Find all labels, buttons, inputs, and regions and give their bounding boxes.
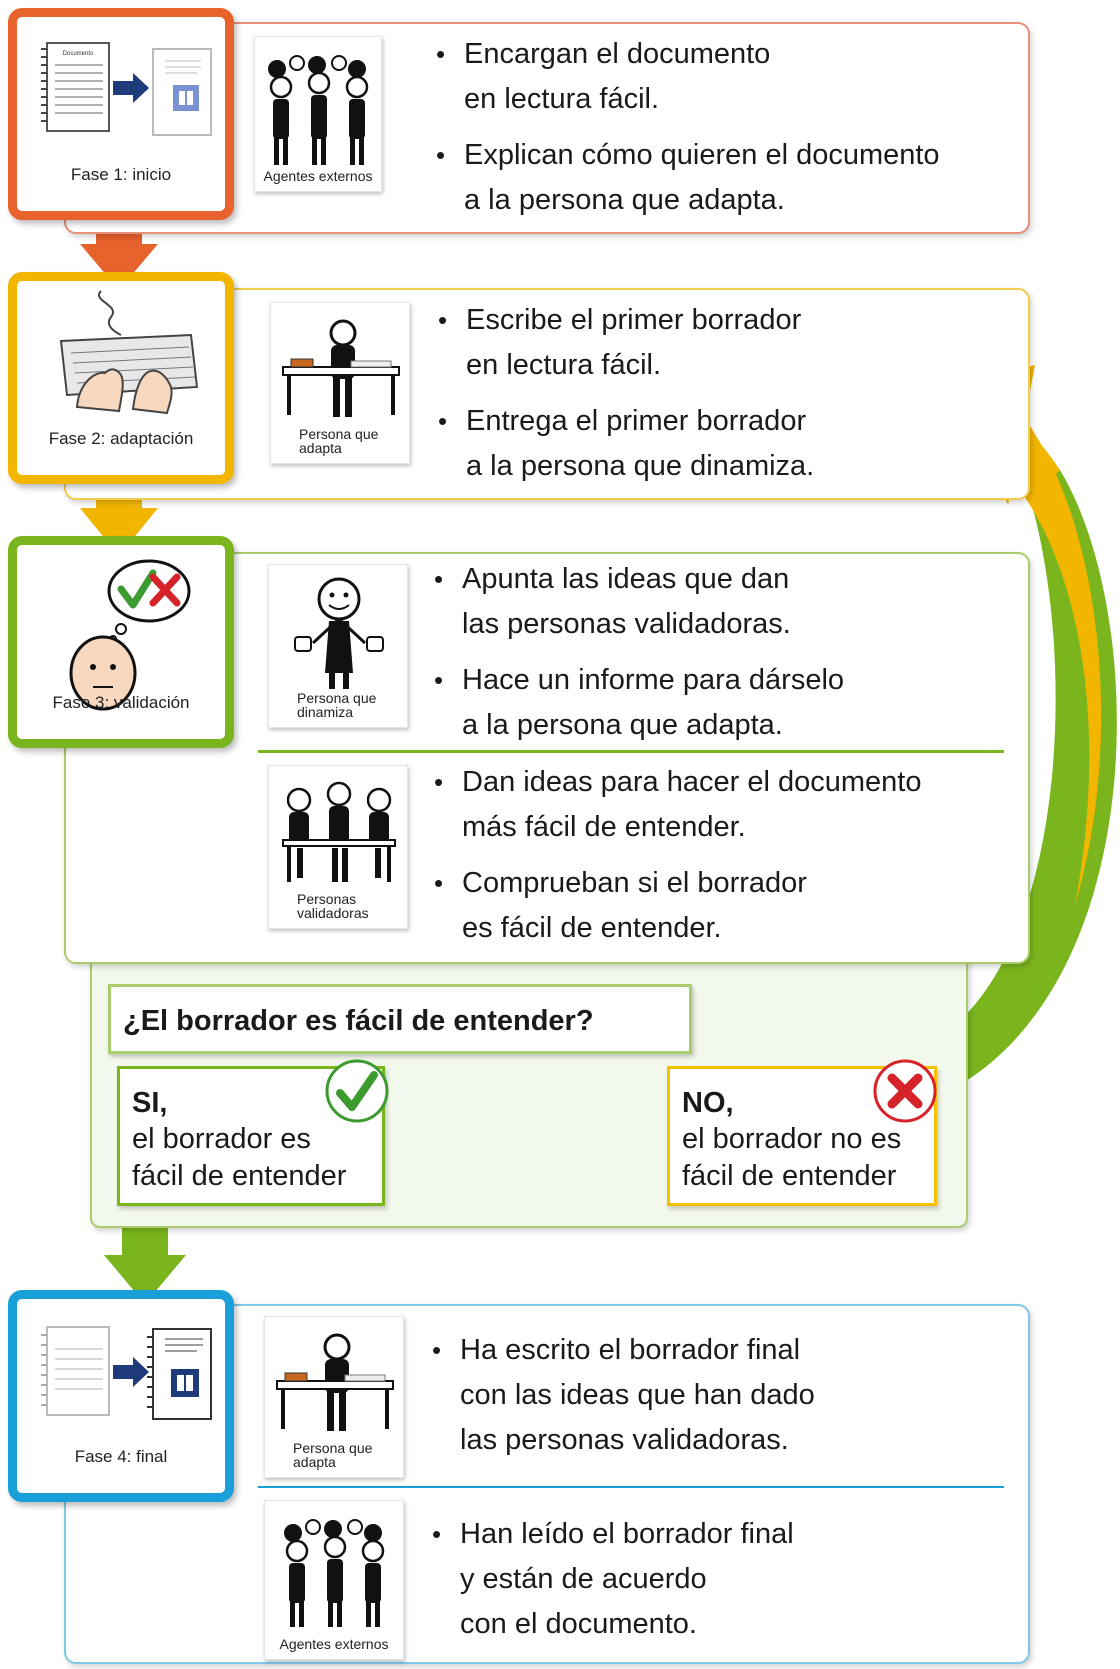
person-who-dynamizes-icon <box>294 577 384 689</box>
decision-question: ¿El borrador es fácil de entender? <box>123 1005 594 1037</box>
phase2-label: Fase 2: adaptación <box>48 429 194 448</box>
phase1-agent-card: Agentes externos <box>254 36 382 192</box>
phase2-box: Fase 2: adaptación <box>8 272 234 484</box>
doc-title-text: Documento <box>63 51 94 57</box>
phase3-label: Fase 3: validación <box>52 693 190 712</box>
phase4-label: Fase 4: final <box>74 1447 168 1466</box>
phase4-divider <box>258 1486 1004 1488</box>
check-icon <box>325 1059 389 1123</box>
external-agents-icon <box>284 1519 385 1627</box>
no-answer-line2: fácil de entender <box>682 1160 897 1192</box>
validation-thinking-icon <box>69 559 191 711</box>
final-document-icon <box>41 1326 212 1420</box>
arrow-yes-to-phase4-head <box>104 1255 186 1304</box>
yes-answer-line1: el borrador es <box>132 1123 311 1155</box>
no-answer-head: NO, <box>682 1087 734 1119</box>
arrow-phase1-to-phase2-head <box>80 244 158 290</box>
decision-question-box: ¿El borrador es fácil de entender? <box>108 984 692 1054</box>
no-answer-line1: el borrador no es <box>682 1123 902 1155</box>
phase3-divider <box>258 750 1004 753</box>
arrow-phase2-to-phase3-head <box>80 508 158 556</box>
phase3-box: Fase 3: validación <box>8 536 234 748</box>
phase1-label: Fase 1: inicio <box>70 165 172 184</box>
external-agents-icon <box>268 55 369 165</box>
person-who-adapts-icon <box>282 319 400 417</box>
phase4-agent2-label: Agentes externos <box>279 1636 389 1652</box>
no-loop-arrow-green-band <box>935 445 1117 1098</box>
cross-icon <box>873 1059 937 1123</box>
phase1-agent-label: Agentes externos <box>263 168 373 184</box>
yes-answer-line2: fácil de entender <box>132 1160 347 1192</box>
phase4-box: Fase 4: final <box>8 1290 234 1502</box>
phase1-box: Documento Fase 1: inicio <box>8 8 234 220</box>
keyboard-typing-icon <box>59 290 199 415</box>
document-to-easy-read-icon: Documento <box>41 42 212 136</box>
yes-answer-head: SI, <box>132 1087 168 1119</box>
validating-people-icon <box>282 781 396 882</box>
person-who-adapts-icon <box>276 1333 394 1431</box>
no-answer-box: NO, el borrador no es fácil de entender <box>667 1066 937 1206</box>
phase4-agent2-card: Agentes externos <box>264 1500 404 1660</box>
